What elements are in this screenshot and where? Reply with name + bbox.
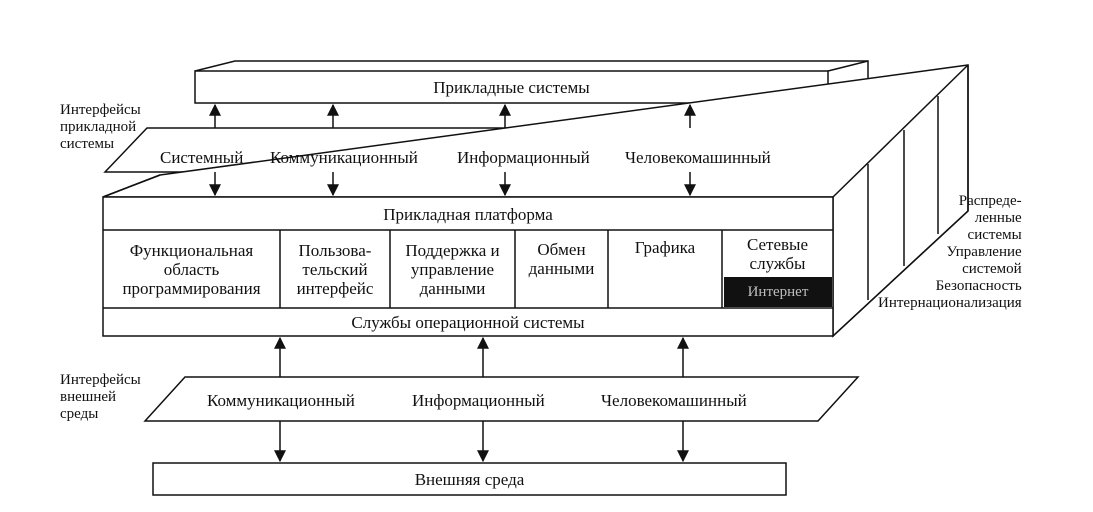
- env-interfaces-label: Интерфейсы внешней среды: [60, 372, 141, 422]
- env-interface-information: Информационный: [412, 391, 545, 410]
- internet-badge: Интернет: [724, 277, 832, 307]
- cell-data-management: Поддержка и управление данными: [405, 240, 500, 298]
- env-interface-human-machine: Человекомашинный: [601, 391, 747, 410]
- cell-network-services: Сетевые службы: [746, 235, 809, 273]
- app-interface-communication: Коммуникационный: [270, 148, 418, 167]
- platform-title: Прикладная платформа: [383, 205, 553, 224]
- app-interface-human-machine: Человекомашинный: [625, 148, 771, 167]
- app-interfaces-label: Интерфейсы прикладной системы: [60, 102, 141, 152]
- cell-data-exchange: Обмен данными: [528, 240, 595, 278]
- app-interface-information: Информационный: [457, 148, 590, 167]
- bottom-box: [152, 462, 787, 496]
- os-services-label: Службы операционной системы: [351, 313, 585, 332]
- env-interfaces-plane: [143, 376, 860, 422]
- platform-box: [102, 196, 834, 337]
- cell-graphics: Графика: [634, 237, 696, 257]
- top-box-label: Прикладные системы: [433, 78, 590, 97]
- cell-functional-area: Функциональная область программирования: [122, 240, 261, 298]
- app-interface-system: Системный: [160, 148, 244, 167]
- side-services-label: Распреде- ленные системы Управление сист…: [878, 193, 1022, 311]
- cell-user-interface: Пользова- тельский интерфейс: [296, 240, 374, 298]
- bottom-box-label: Внешняя среда: [414, 470, 525, 489]
- top-box: [194, 70, 829, 104]
- env-interface-communication: Коммуникационный: [207, 391, 355, 410]
